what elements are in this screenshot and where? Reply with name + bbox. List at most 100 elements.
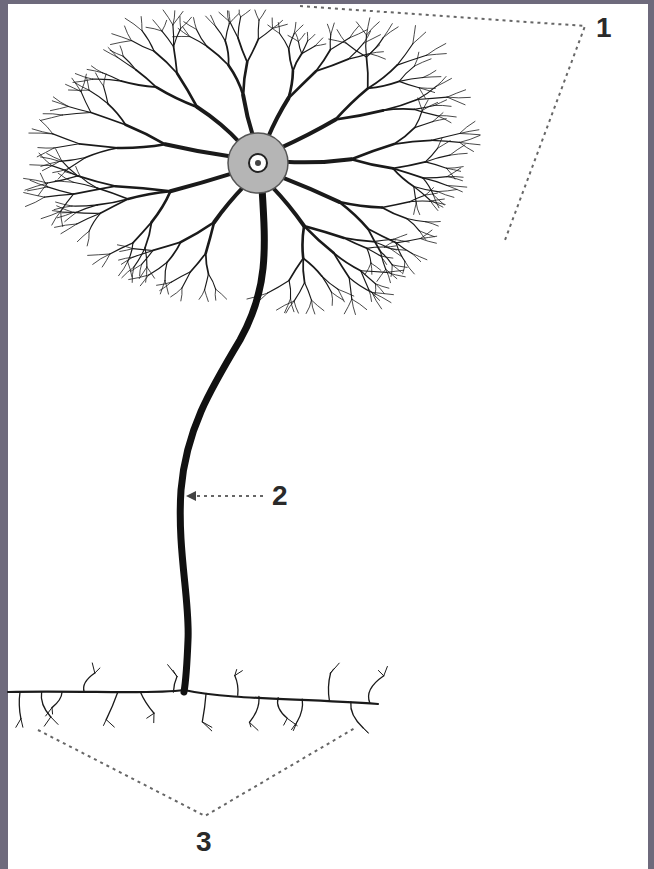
dendrite-branch: [152, 191, 171, 222]
dendrite-branch: [78, 176, 116, 186]
dendrite-branch: [371, 263, 381, 270]
dendrite-branch: [380, 256, 386, 265]
cell-body: [228, 133, 288, 193]
dendrite-branch: [413, 26, 416, 44]
dendrite-branch: [322, 276, 338, 289]
dendrite-branch: [119, 257, 133, 260]
dendrite-branch: [216, 289, 227, 299]
dendrite-branch: [206, 16, 216, 26]
dendrite-branch: [40, 120, 53, 134]
axon: [180, 188, 264, 692]
dendrite-branch: [375, 284, 384, 294]
dendrite-branch: [385, 241, 396, 247]
dendrite-branch: [141, 17, 143, 31]
dendrite-branch: [288, 71, 315, 98]
dendrite-branch: [413, 32, 426, 44]
dendrite-branch: [73, 182, 97, 188]
terminal-branch: [44, 717, 50, 726]
terminal-branch: [384, 666, 388, 675]
dendrite-branch: [100, 199, 128, 213]
dendrite-branch: [352, 299, 356, 314]
dendrite-branch: [140, 264, 142, 276]
dendrite-branch: [417, 86, 436, 99]
dendrite-branch: [53, 97, 68, 106]
dendrite-branch: [302, 226, 304, 258]
dendrite-branch: [294, 301, 298, 313]
dendrite-branch: [289, 258, 303, 280]
terminal-branch: [173, 670, 177, 676]
dendrite-branch: [87, 231, 89, 246]
terminal-branch: [278, 698, 288, 719]
dendrite-branch: [48, 176, 78, 183]
dendrite-branch: [407, 219, 420, 231]
dendrite-branch: [447, 90, 465, 97]
dendrite-branch: [426, 222, 438, 226]
terminal-branch: [202, 722, 211, 731]
dendrite-branch: [370, 263, 372, 274]
dendrite-branch: [416, 203, 419, 215]
dendrite-branch: [243, 62, 247, 95]
dendrite-branch: [268, 25, 280, 33]
dendrite-branch: [123, 56, 136, 70]
dendrite-branch: [52, 166, 78, 176]
dendrite-branch: [75, 74, 92, 80]
terminal-branch: [184, 690, 378, 704]
dendrite-branch: [79, 144, 117, 148]
dendrite-branch: [40, 157, 59, 161]
terminal-branch: [331, 669, 334, 673]
dendrite-branch: [60, 158, 86, 162]
dendrite-branch: [134, 248, 145, 267]
dendrite-branch: [425, 162, 446, 168]
callout-number: 2: [272, 482, 288, 510]
dendrite-branch: [136, 70, 156, 87]
dendrite-branch: [229, 11, 230, 22]
dendrite-branch: [423, 76, 441, 78]
dendrite-branch: [170, 173, 234, 191]
dendrite-branch: [267, 98, 288, 139]
dendrite-branch: [298, 33, 305, 41]
dendrite-branch: [153, 20, 162, 31]
dendrite-branch: [434, 105, 451, 107]
dendrite-branch: [385, 247, 397, 250]
dendrite-branch: [72, 205, 97, 206]
terminal-branch: [378, 670, 383, 675]
dendrite-branch: [211, 15, 216, 26]
dendrite-branch: [165, 280, 169, 294]
callout-number: 1: [596, 14, 612, 42]
dendrite-branch: [25, 197, 44, 206]
dendrite-branch: [450, 153, 467, 155]
dendrite-branch: [190, 37, 207, 47]
dendrite-branch: [81, 92, 91, 113]
dendrite-branch: [165, 262, 167, 280]
dendrite-branch: [333, 253, 360, 271]
dendrite-branch: [182, 27, 189, 37]
dendrite-branch: [131, 41, 154, 52]
dendrite-branch: [97, 199, 128, 205]
dendrite-branch: [383, 24, 392, 38]
dendrite-branch: [125, 18, 142, 30]
dendrite-branch: [179, 16, 181, 28]
dendrite-branch: [294, 25, 303, 34]
dendrite-branch: [438, 192, 454, 198]
dendrite-branch: [447, 177, 462, 181]
dendrites: [24, 10, 480, 315]
dendrite-branch: [65, 212, 77, 221]
dendrite-branch: [298, 41, 301, 53]
dendrite-branch: [333, 253, 349, 278]
dendrite-branch: [365, 35, 367, 57]
dendrite-branch: [206, 253, 209, 274]
dendrite-branch: [132, 267, 134, 282]
dendrite-branch: [367, 247, 385, 248]
dendrite-branch: [102, 73, 121, 81]
terminal-branch: [52, 692, 62, 708]
dendrite-branch: [412, 254, 427, 260]
terminal-branch: [363, 728, 368, 733]
dendrite-branch: [62, 161, 78, 176]
callout-number: 3: [196, 828, 212, 856]
dendrite-branch: [447, 97, 465, 105]
dendrite-branch: [410, 200, 430, 202]
dendrite-branch: [273, 24, 288, 28]
axon-terminals: [8, 663, 387, 733]
dendrite-branch: [199, 290, 204, 299]
dendrite-branch: [272, 18, 273, 28]
